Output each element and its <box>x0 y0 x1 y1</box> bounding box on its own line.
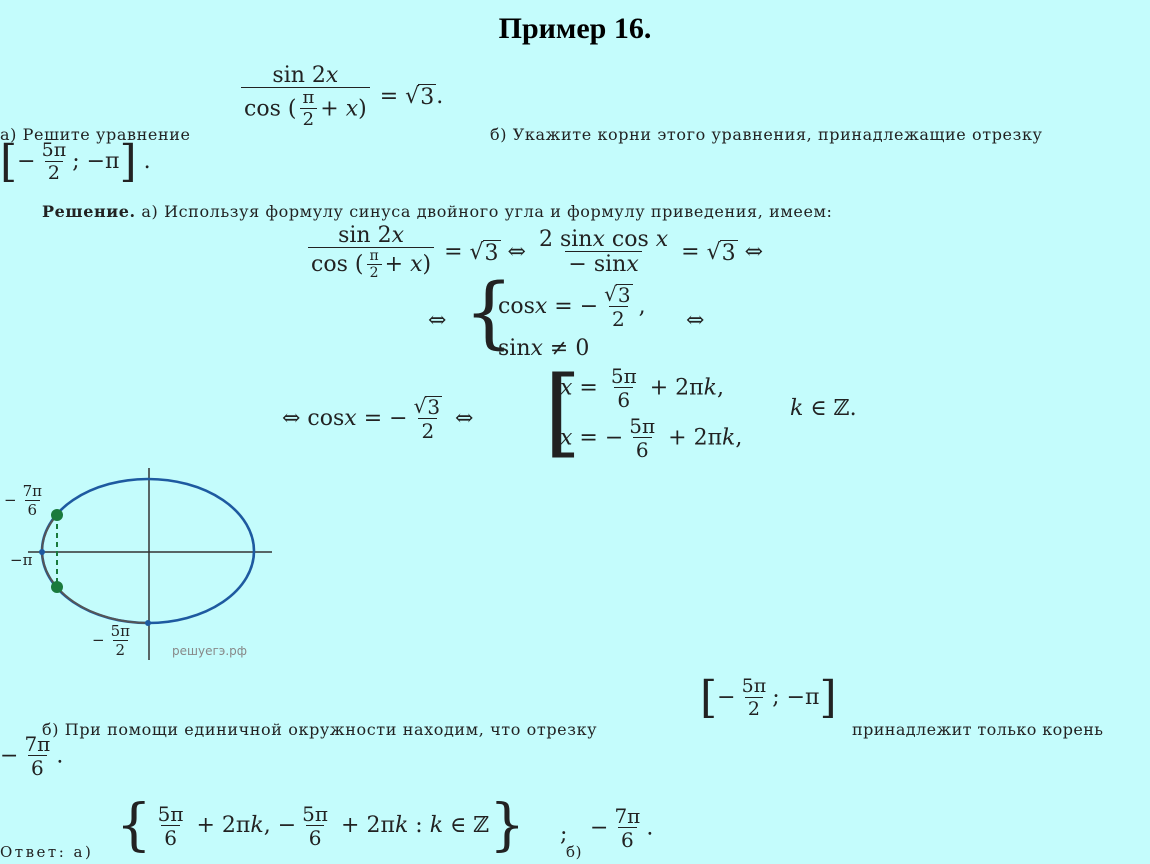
point-minus-pi <box>39 549 45 555</box>
part-a-label: а) Решите уравнение <box>0 125 191 144</box>
solution-intro-text: а) Используя формулу синуса двойного угл… <box>141 202 833 221</box>
unit-circle-figure <box>28 468 272 660</box>
part-b-label: б) Укажите корни этого уравнения, принад… <box>490 125 1043 144</box>
point-minus-5pi-2 <box>145 620 151 626</box>
watermark: решуегэ.рф <box>172 644 248 658</box>
label-minus-pi: −π <box>10 551 33 569</box>
answer-b-label: б) <box>566 843 583 861</box>
answer-end: . <box>646 815 654 841</box>
interval-end: . <box>143 149 151 174</box>
solution-intro: Решение. а) Используя формулу синуса дво… <box>42 202 833 221</box>
point-7pi-6 <box>51 509 63 521</box>
part-b-text-1: б) При помощи единичной окружности наход… <box>42 720 598 739</box>
label-top-den: 6 <box>24 499 41 519</box>
point-5pi-6 <box>51 581 63 593</box>
part-b-text-2: принадлежит только корень <box>852 720 1104 739</box>
answer-separator: ; <box>560 822 568 847</box>
page-title: Пример 16. <box>498 12 652 45</box>
label-bottom-den: 2 <box>112 639 129 659</box>
label-bottom-num: 5π <box>110 622 130 640</box>
answer-label: Ответ: а) <box>0 843 94 861</box>
part-b-end: . <box>56 743 64 769</box>
label-top-num: 7π <box>22 482 42 500</box>
solution-heading: Решение. <box>42 202 136 221</box>
